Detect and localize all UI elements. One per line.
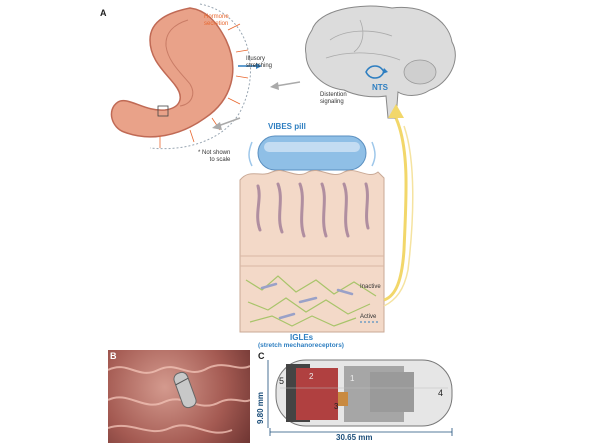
active-label: Active (360, 314, 377, 320)
part-label-5: 5 (279, 376, 285, 386)
stomach-illustration (110, 3, 262, 150)
not-to-scale-note: * Not shown to scale (198, 150, 231, 163)
illusory-stretching-label: Illusory stretching (246, 56, 273, 69)
igles-subtitle: (stretch mechanoreceptors) (258, 342, 344, 349)
distention-signaling-label: Distention signaling (320, 92, 347, 105)
panel-b-letter: B (110, 351, 117, 361)
vibes-pill-illustration (248, 135, 376, 171)
vagal-nerve (383, 117, 408, 302)
panel-b-photo (107, 350, 251, 443)
inactive-label: Inactive (360, 284, 381, 290)
gastric-folds-illustration (107, 364, 251, 434)
part-label-2: 2 (309, 372, 314, 381)
capsule-in-stomach (173, 371, 197, 409)
part-label-3: 3 (334, 402, 339, 411)
part-label-1: 1 (350, 374, 355, 383)
tissue-block (239, 170, 385, 333)
igles-label: IGLEs (290, 333, 314, 342)
panel-a-letter: A (100, 8, 107, 18)
vibes-pill-label: VIBES pill (268, 122, 306, 131)
panel-c-letter: C (258, 351, 265, 361)
width-dimension: 30.65 mm (336, 433, 373, 442)
hormone-secretion-label: Hormone secretion (204, 14, 229, 27)
height-dimension: 9.80 mm (256, 391, 265, 424)
brain-illustration (305, 5, 456, 119)
part-label-4: 4 (438, 388, 444, 398)
capsule-schematic (275, 359, 453, 427)
nts-label: NTS (372, 83, 388, 92)
